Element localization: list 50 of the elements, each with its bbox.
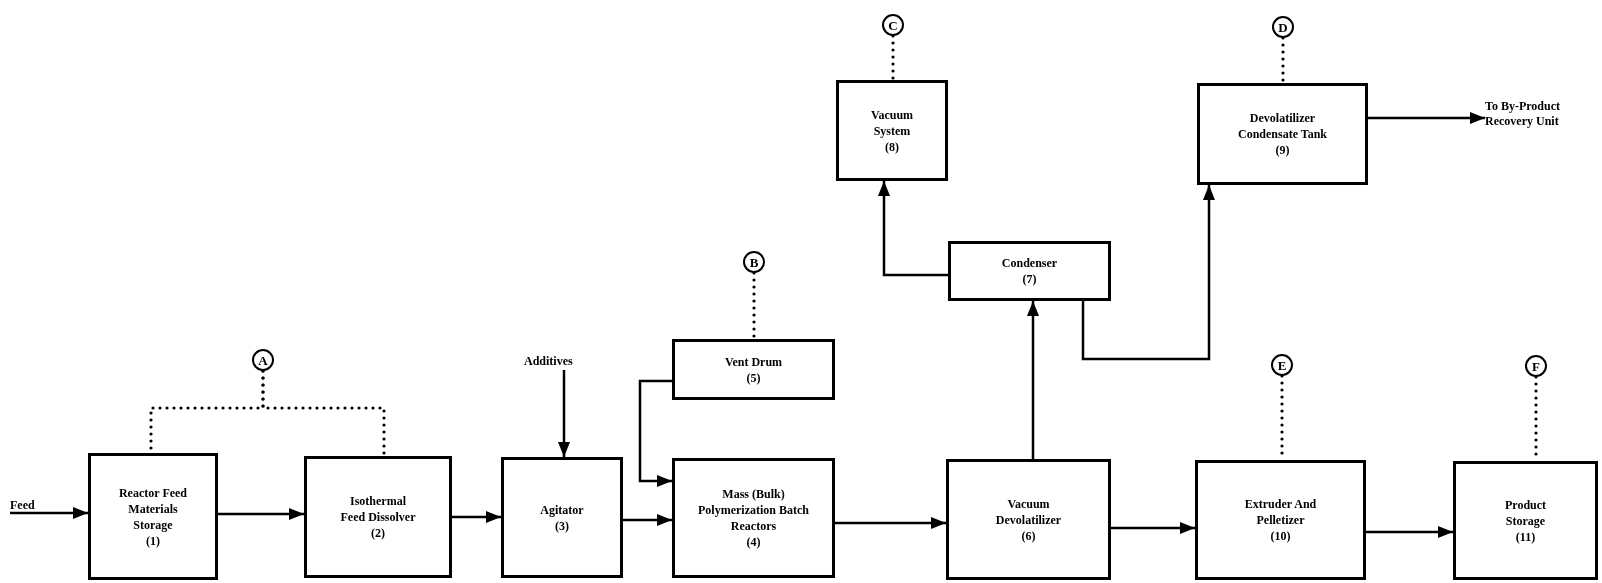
unit-number: (2) (371, 525, 385, 541)
unit-number: (9) (1275, 142, 1290, 158)
unit-number: (11) (1515, 528, 1536, 545)
arrow (1368, 112, 1485, 124)
process-box (948, 241, 1111, 301)
arrow (218, 508, 304, 520)
unit-number: (1) (146, 532, 160, 549)
unit-name: Mass (Bulk) Polymerization Batch Reactors (697, 486, 810, 534)
process-box (1195, 460, 1366, 580)
process-box (304, 456, 452, 578)
unit-number: (4) (746, 534, 761, 550)
unit-number: (10) (1270, 528, 1291, 544)
arrow (1366, 526, 1453, 538)
arrow (1027, 301, 1039, 459)
arrow (878, 181, 948, 277)
process-box (672, 458, 835, 578)
process-box (1453, 461, 1598, 580)
unit-name: Agitator (540, 501, 584, 518)
arrow (558, 370, 570, 457)
arrow (638, 379, 672, 487)
unit-name: Reactor Feed Materials Storage (118, 484, 188, 533)
arrow (623, 514, 672, 526)
unit-name: Product Storage (1503, 496, 1548, 529)
process-box (672, 339, 835, 400)
unit-number: (3) (555, 517, 569, 534)
process-box (88, 453, 218, 580)
unit-number: (5) (746, 369, 761, 386)
unit-number: (7) (1022, 271, 1037, 287)
stream-label: Additives (524, 353, 604, 370)
unit-name: Vacuum Devolatilizer (994, 495, 1063, 528)
dotted-line (891, 34, 895, 82)
stream-label: Feed (10, 497, 46, 513)
unit-number: (6) (1021, 527, 1036, 544)
unit-name: Extruder And Pelletizer (1243, 496, 1318, 528)
process-box (1197, 83, 1368, 185)
arrow (1081, 185, 1215, 361)
arrow (835, 517, 946, 529)
process-box (946, 459, 1111, 580)
unit-name: Devolatilizer Condensate Tank (1236, 110, 1328, 142)
unit-name: Isothermal Feed Dissolver (339, 493, 417, 525)
process-box (501, 457, 623, 578)
stream-label: To By-Product Recovery Unit (1485, 97, 1597, 131)
unit-name: Vacuum System (869, 106, 915, 139)
unit-name: Condenser (1001, 255, 1058, 271)
arrow (452, 511, 501, 523)
process-box (836, 80, 948, 181)
unit-number: (8) (885, 138, 899, 155)
unit-name: Vent Drum (724, 353, 783, 370)
arrow (10, 507, 88, 519)
arrow (1111, 522, 1195, 534)
